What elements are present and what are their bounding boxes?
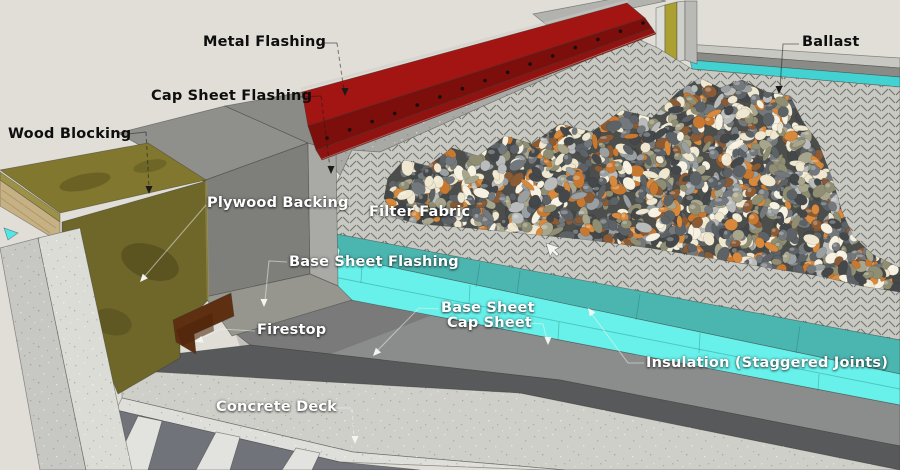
inner-parapet	[117, 91, 353, 337]
arrowhead-plywood-backing	[140, 273, 148, 282]
arrowhead-base-sheet-flashing	[260, 299, 268, 307]
speckle-texture	[122, 370, 900, 470]
speckle-texture	[116, 398, 565, 470]
wood-blocking-top	[0, 142, 207, 214]
label-concrete-deck: Concrete Deck	[216, 399, 338, 415]
speckle-texture	[0, 238, 86, 470]
label-cap-sheet: Cap Sheet	[447, 315, 533, 331]
wood-grain-blotch	[59, 172, 111, 192]
leader-cap-sheet-flashing	[299, 95, 322, 98]
label-metal-flashing: Metal Flashing	[203, 34, 327, 50]
plywood-edge-highlight	[204, 180, 210, 301]
arrowhead-ballast	[775, 86, 783, 94]
label-base-sheet-flashing: Base Sheet Flashing	[289, 254, 459, 270]
arrowhead-cap-sheet	[544, 337, 552, 345]
plywood-blotch	[92, 308, 132, 336]
arrowhead-concrete-deck	[351, 436, 359, 444]
label-ballast: Ballast	[802, 34, 860, 50]
corner-strip-light2	[676, 0, 686, 63]
concrete-parapet-wall	[0, 227, 133, 470]
leader-metal-flashing-dash	[336, 42, 345, 91]
leader-plywood-backing	[143, 204, 207, 278]
speckle-texture	[38, 228, 132, 470]
firestop-blocking	[172, 292, 235, 355]
leader-base-sheet-flashing	[264, 260, 288, 302]
membrane-cyan-wedge	[3, 227, 19, 241]
leader-cap-sheet-flashing-dash	[320, 95, 331, 169]
label-wood-blocking: Wood Blocking	[8, 126, 132, 142]
leader-insulation	[590, 312, 644, 364]
arrowhead-cap-sheet-flashing	[327, 166, 335, 174]
flashing-hem-highlight	[300, 0, 629, 91]
label-firestop: Firestop	[257, 322, 327, 338]
far-roof-edge	[685, 43, 900, 88]
drip-edge-highlight	[321, 32, 656, 160]
metal-flashing-assembly	[300, 0, 667, 161]
label-filter-fabric: Filter Fabric	[369, 204, 471, 220]
dark-leaders	[127, 42, 799, 189]
leader-concrete-deck-dash	[351, 408, 355, 439]
leader-lines	[127, 42, 799, 439]
leader-base-sheet	[376, 307, 440, 352]
label-plywood-backing: Plywood Backing	[207, 195, 349, 211]
firestop-shade	[176, 313, 214, 346]
arrowheads	[140, 86, 783, 444]
corner-strip-gray	[684, 0, 698, 65]
arrowhead-insulation	[588, 308, 596, 317]
label-base-sheet: Base Sheet	[441, 300, 535, 316]
label-cap-sheet-flashing: Cap Sheet Flashing	[151, 88, 313, 104]
insulation-joints	[333, 262, 900, 392]
arrowhead-firestop	[195, 336, 204, 343]
cap-sheet-shadow	[235, 296, 430, 362]
leader-wood-blocking-dash	[145, 131, 150, 189]
roof-edge-insulation-strip	[689, 59, 900, 88]
leader-cap-sheet	[528, 322, 548, 341]
label-insulation: Insulation (Staggered Joints)	[646, 355, 889, 371]
deck-rib	[195, 431, 241, 470]
mouse-cursor	[545, 242, 561, 258]
leader-ballast	[779, 43, 799, 89]
leader-firestop	[201, 328, 256, 339]
deck-rib	[281, 447, 321, 470]
light-leaders	[143, 204, 644, 439]
wood-grain-blotch	[133, 159, 167, 173]
leader-wood-blocking	[127, 131, 147, 135]
metal-flashing-drip-edge	[315, 27, 657, 161]
lumber-grain-lines	[0, 189, 57, 234]
arrowhead-wood-blocking	[145, 186, 153, 194]
arrowhead-metal-flashing	[341, 88, 349, 96]
arrowhead-base-sheet	[373, 347, 381, 356]
